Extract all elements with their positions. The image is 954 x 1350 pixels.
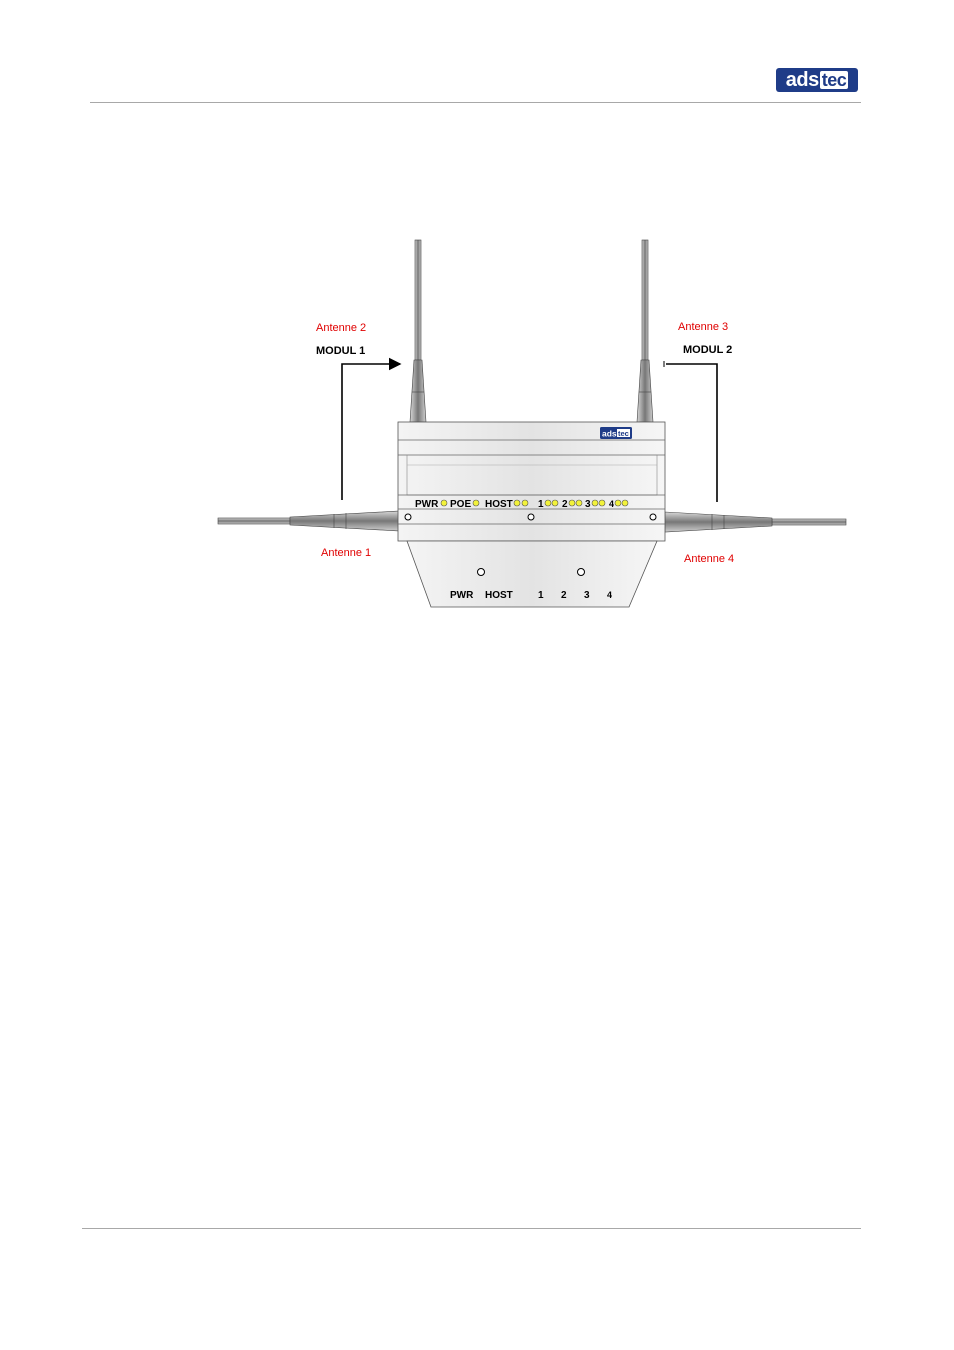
router-body	[398, 422, 665, 541]
device-logo-tec: tec	[618, 429, 629, 438]
led-host-a	[514, 500, 520, 506]
led-port-4-label: 4	[609, 499, 614, 509]
bottom-port-1-label: 1	[538, 590, 544, 601]
bottom-connector-panel: PWR HOST 1 2 3 4	[407, 541, 657, 607]
modul-2-pointer	[664, 361, 717, 502]
footer-rule	[82, 1228, 861, 1229]
bottom-host-label: HOST	[485, 590, 513, 601]
led-host-b	[522, 500, 528, 506]
led-port-3b	[599, 500, 605, 506]
led-poe-label: POE	[450, 499, 471, 510]
antenna-2	[410, 240, 426, 422]
bottom-port-2-label: 2	[561, 590, 567, 601]
led-port-1a	[545, 500, 551, 506]
device-logo: ads tec	[600, 427, 632, 439]
led-port-3-label: 3	[585, 499, 591, 510]
led-port-4a	[615, 500, 621, 506]
led-port-2a	[569, 500, 575, 506]
bottom-screw-right	[578, 569, 585, 576]
led-port-2b	[576, 500, 582, 506]
antenna-1	[218, 511, 400, 531]
modul-1-pointer	[342, 364, 400, 500]
led-port-3a	[592, 500, 598, 506]
led-pwr	[441, 500, 447, 506]
bottom-pwr-label: PWR	[450, 590, 474, 601]
led-port-1-label: 1	[538, 499, 544, 510]
led-port-4b	[622, 500, 628, 506]
bottom-port-3-label: 3	[584, 590, 590, 601]
led-poe	[473, 500, 479, 506]
led-port-2-label: 2	[562, 499, 568, 510]
bottom-screw-left	[478, 569, 485, 576]
device-logo-ads: ads	[602, 429, 617, 439]
antenna-3	[637, 240, 653, 422]
antenna-4	[665, 512, 846, 532]
led-pwr-label: PWR	[415, 499, 439, 510]
led-port-1b	[552, 500, 558, 506]
bottom-port-4-label: 4	[607, 590, 612, 600]
led-host-label: HOST	[485, 499, 513, 510]
